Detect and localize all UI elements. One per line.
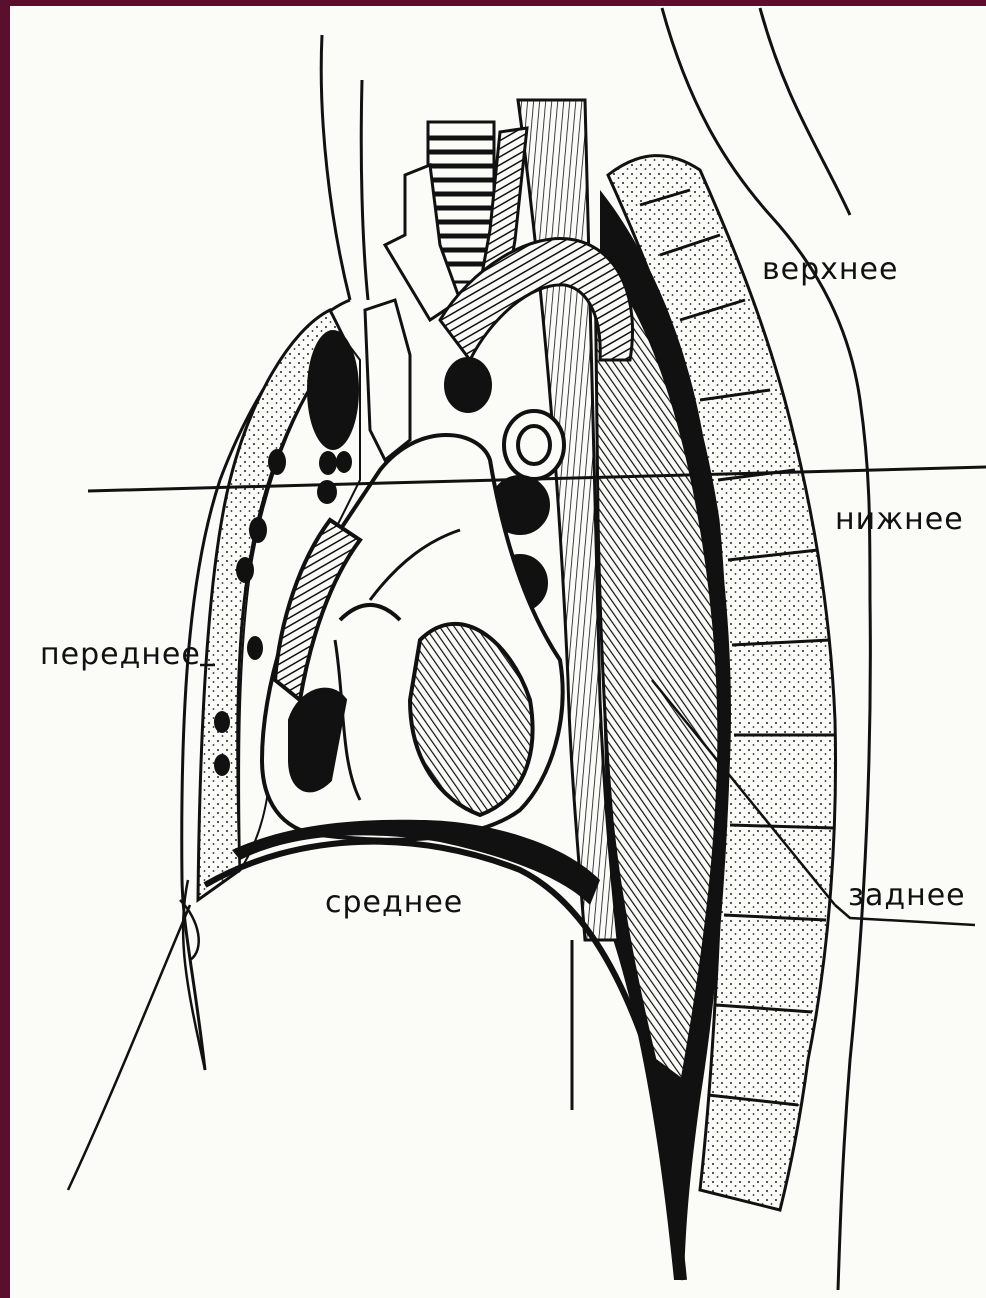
- label-middle: среднее: [325, 885, 463, 920]
- label-inferior: нижнее: [835, 502, 964, 537]
- label-anterior: переднее: [40, 637, 201, 672]
- label-superior: верхнее: [762, 252, 898, 287]
- label-posterior: заднее: [848, 878, 966, 913]
